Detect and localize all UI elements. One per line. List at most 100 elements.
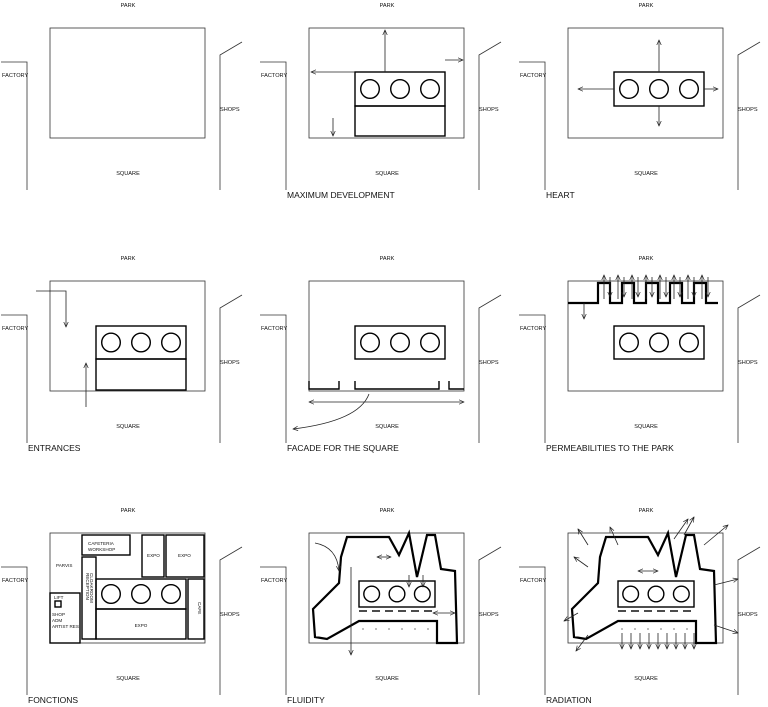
park-label: PARK [639,508,654,514]
room-cloakroom-label: CLOAKROOM [89,573,94,603]
heart-circle [390,332,411,353]
grid-dot [673,628,675,630]
heart-circle [363,585,381,603]
room-lift-label: LIFT [54,595,64,600]
factory-wall [260,314,287,443]
panel-fonctions: PARKSQUAREFACTORYSHOPSFONCTIONSCAFETERIA… [1,508,243,705]
radiation-arrow [578,529,589,546]
heart-circle [160,332,181,353]
room-cafe-label: CAFE [197,602,202,614]
square-label: SQUARE [116,424,140,430]
park-label: PARK [639,3,654,9]
site-boundary [567,532,724,644]
building-base [95,358,187,391]
radiation-arrow [673,519,688,540]
room-expo-main [95,608,187,640]
square-label: SQUARE [634,676,658,682]
heart-circle [420,332,441,353]
grid-dot [686,628,688,630]
heart-volume [613,325,705,360]
grid-dot [427,628,429,630]
panel-caption: FACADE FOR THE SQUARE [287,443,399,453]
factory-wall [1,566,28,695]
panel-caption: FONCTIONS [28,695,78,705]
room-cafe [187,578,205,640]
room-expo-small [141,534,165,578]
site-boundary [49,532,206,644]
factory-label: FACTORY [261,73,287,79]
factory-wall [519,566,546,695]
heart-circle [619,78,640,99]
radiation-arrow [576,634,589,651]
panel-caption: PERMEABILITIES TO THE PARK [546,443,674,453]
park-label: PARK [380,3,395,9]
shops-wall [219,546,243,695]
fluid-volume [570,529,718,645]
factory-label: FACTORY [2,73,28,79]
heart-circle [649,332,670,353]
site-boundary [308,27,465,139]
heart-circle [390,78,411,99]
shops-label: SHOPS [479,107,499,113]
facade-curve-arrow [293,393,370,429]
heart-volume [95,578,187,610]
room-service [49,592,81,644]
panel-caption: RADIATION [546,695,592,705]
square-label: SQUARE [375,424,399,430]
factory-label: FACTORY [261,578,287,584]
radiation-arrow [703,525,728,546]
square-label: SQUARE [116,676,140,682]
heart-circle [130,584,151,605]
fluid-volume [311,529,459,645]
room-reception-label: RECEPTION [85,573,90,600]
square-label: SQUARE [375,676,399,682]
heart-circle [649,78,670,99]
park-label: PARK [380,256,395,262]
room-expo-main-label: EXPO [135,623,148,628]
park-label: PARK [639,256,654,262]
heart-circle [413,585,431,603]
facade-segment [448,381,464,390]
shops-label: SHOPS [738,107,758,113]
radiation-arrow [713,624,738,633]
shops-wall [478,294,502,443]
room-artist-res-label: ARTIST RES [52,624,79,629]
shops-wall [219,294,243,443]
heart-volume [354,325,446,360]
heart-circle [619,332,640,353]
heart-circle [420,78,441,99]
radiation-arrow [574,557,589,568]
factory-wall [260,566,287,695]
shops-wall [737,294,761,443]
heart-circle [100,584,121,605]
site-boundary [308,532,465,644]
heart-circle [647,585,665,603]
square-label: SQUARE [634,424,658,430]
room-expo-label: EXPO [147,553,160,558]
heart-circle [622,585,640,603]
factory-label: FACTORY [261,326,287,332]
grid-dot [414,628,416,630]
grid-dot [634,628,636,630]
room-parvis-label: PARVIS [56,563,72,568]
room-cafeteria-label: CAFETERIA [88,541,115,546]
site-boundary [308,280,465,392]
grid-dot [375,628,377,630]
park-label: PARK [121,3,136,9]
grid-dot [362,628,364,630]
shops-wall [737,546,761,695]
factory-label: FACTORY [520,326,546,332]
grid-dot [647,628,649,630]
panel-caption: HEART [546,190,575,200]
site-boundary [567,27,724,139]
factory-wall [1,61,28,190]
heart-circle [388,585,406,603]
shops-wall [737,41,761,190]
